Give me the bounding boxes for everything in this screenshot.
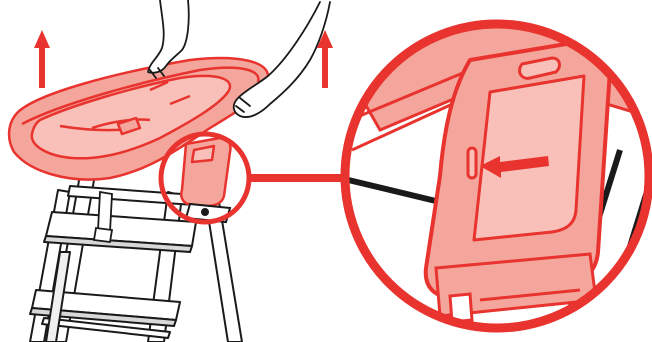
lift-arrow-left-icon: [34, 30, 50, 88]
seat-mount-bracket: [181, 138, 230, 206]
callout-connector: [248, 174, 344, 182]
